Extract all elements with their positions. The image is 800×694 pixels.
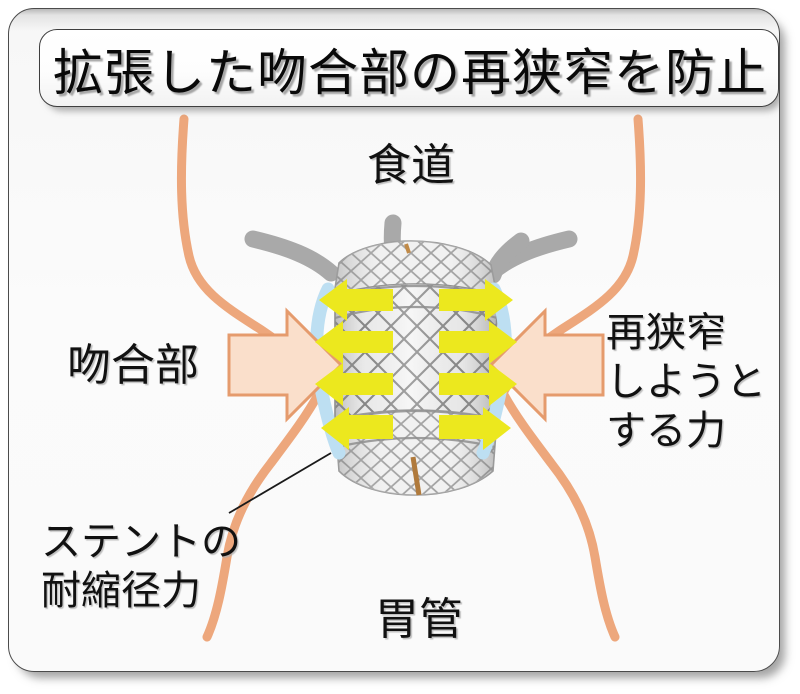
label-stent-resistance: ステントの 耐縮径力 <box>41 520 241 613</box>
title-box: 拡張した吻合部の再狭窄を防止 <box>39 29 779 107</box>
outward-arrow-left-3 <box>315 363 393 406</box>
inward-arrow-right <box>488 307 605 423</box>
label-gastric-tube: 胃管 <box>375 595 463 644</box>
stent-force-leader-line <box>228 452 332 514</box>
label-esophagus: 食道 <box>367 141 455 190</box>
outward-arrow-left-2 <box>315 321 393 364</box>
radiopaque-marker <box>410 456 422 496</box>
inward-arrow-left <box>227 307 344 423</box>
figure-title: 拡張した吻合部の再狭窄を防止 <box>53 45 767 101</box>
stent-graphic <box>331 240 500 496</box>
outward-arrow-right-3 <box>439 363 517 406</box>
outward-arrow-right-4 <box>439 407 511 450</box>
diagram-canvas <box>176 114 646 642</box>
radiopaque-marker-top <box>404 243 411 254</box>
figure-frame: 拡張した吻合部の再狭窄を防止 食道 吻合部 再狭窄 しようと する力 ステントの… <box>8 8 780 672</box>
outward-arrow-right-2 <box>439 321 517 364</box>
outward-arrow-left-1 <box>319 279 393 321</box>
guide-wire-right-inner <box>484 232 530 284</box>
outward-force-arrows <box>315 279 517 450</box>
gastric-wall-right <box>498 388 620 642</box>
leader-line-group <box>228 452 332 514</box>
stent-body-shade <box>335 284 497 438</box>
label-anastomosis: 吻合部 <box>67 341 199 390</box>
guide-wire-upper-left <box>244 230 340 282</box>
label-restenosis-force: 再狭窄 しようと する力 <box>606 311 766 453</box>
outward-arrow-left-4 <box>321 407 393 450</box>
outward-arrow-right-1 <box>439 279 513 321</box>
gastric-wall-left <box>202 388 324 642</box>
inward-force-arrows <box>227 307 605 423</box>
